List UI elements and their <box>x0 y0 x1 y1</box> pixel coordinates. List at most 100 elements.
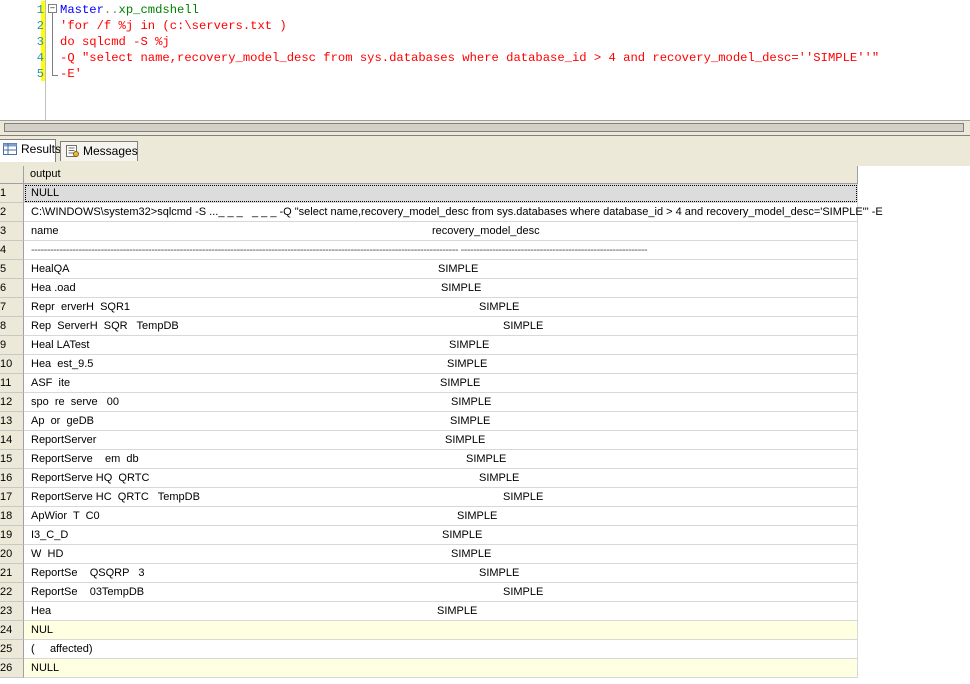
grid-icon <box>3 143 17 155</box>
row-header[interactable]: 4 <box>0 241 24 260</box>
tab-messages[interactable]: Messages <box>60 141 138 161</box>
table-cell[interactable]: ----------------------------------------… <box>24 241 858 260</box>
row-header[interactable]: 5 <box>0 260 24 279</box>
row-header[interactable]: 19 <box>0 526 24 545</box>
cell-text: C:\WINDOWS\system32>sqlcmd -S ..._ _ _ _… <box>31 206 883 218</box>
table-row[interactable]: 25( affected) <box>0 640 858 659</box>
table-cell[interactable]: C:\WINDOWS\system32>sqlcmd -S ..._ _ _ _… <box>24 203 883 222</box>
row-header[interactable]: 9 <box>0 336 24 355</box>
row-header[interactable]: 11 <box>0 374 24 393</box>
row-header[interactable]: 17 <box>0 488 24 507</box>
row-header[interactable]: 3 <box>0 222 24 241</box>
code-line[interactable]: 'for /f %j in (c:\servers.txt ) <box>60 18 287 34</box>
row-header[interactable]: 15 <box>0 450 24 469</box>
code-line[interactable]: Master..xp_cmdshell <box>60 2 199 18</box>
code-token: -E' <box>60 67 82 81</box>
code-line[interactable]: do sqlcmd -S %j <box>60 34 170 50</box>
row-header[interactable]: 12 <box>0 393 24 412</box>
row-header[interactable]: 20 <box>0 545 24 564</box>
table-cell[interactable]: NULL <box>24 659 858 678</box>
table-row[interactable]: 2 C:\WINDOWS\system32>sqlcmd -S ..._ _ _ … <box>0 203 883 222</box>
grid-select-all-corner[interactable] <box>0 166 24 184</box>
table-row[interactable]: 4---------------------------------------… <box>0 241 858 260</box>
row-header[interactable]: 22 <box>0 583 24 602</box>
row-header[interactable]: 21 <box>0 564 24 583</box>
row-header[interactable]: 18 <box>0 507 24 526</box>
row-header[interactable]: 2 <box>0 203 24 222</box>
code-line[interactable]: -E' <box>60 66 82 82</box>
column-header-output[interactable]: output <box>24 166 858 184</box>
row-header[interactable]: 24 <box>0 621 24 640</box>
row-header[interactable]: 23 <box>0 602 24 621</box>
cell-text-name: Repr erverH SQR1 <box>31 301 131 313</box>
row-header[interactable]: 26 <box>0 659 24 678</box>
row-header[interactable]: 8 <box>0 317 24 336</box>
row-header[interactable]: 16 <box>0 469 24 488</box>
editor-results-splitter[interactable] <box>0 120 970 136</box>
tab-results-label: Results <box>21 142 62 156</box>
table-cell[interactable]: ( affected) <box>24 640 858 659</box>
query-editor[interactable]: − Master..xp_cmdshell'for /f %j in (c:\s… <box>0 0 970 120</box>
row-header[interactable]: 13 <box>0 412 24 431</box>
row-header[interactable]: 6 <box>0 279 24 298</box>
messages-icon <box>66 145 79 157</box>
row-header[interactable]: 7 <box>0 298 24 317</box>
row-header[interactable]: 1 <box>0 184 24 203</box>
row-header[interactable]: 14 <box>0 431 24 450</box>
collapse-region-icon[interactable]: − <box>48 4 57 13</box>
cell-text-name: Hea .oad <box>31 282 76 294</box>
table-cell[interactable]: NULL <box>24 184 858 203</box>
horizontal-scrollbar-thumb[interactable] <box>4 123 964 132</box>
row-header[interactable]: 10 <box>0 355 24 374</box>
row-header[interactable]: 25 <box>0 640 24 659</box>
column-header-label: output <box>30 168 61 180</box>
code-line[interactable]: -Q "select name,recovery_model_desc from… <box>60 50 879 66</box>
tab-results[interactable]: Results <box>0 139 61 162</box>
table-cell[interactable]: NUL <box>24 621 858 640</box>
